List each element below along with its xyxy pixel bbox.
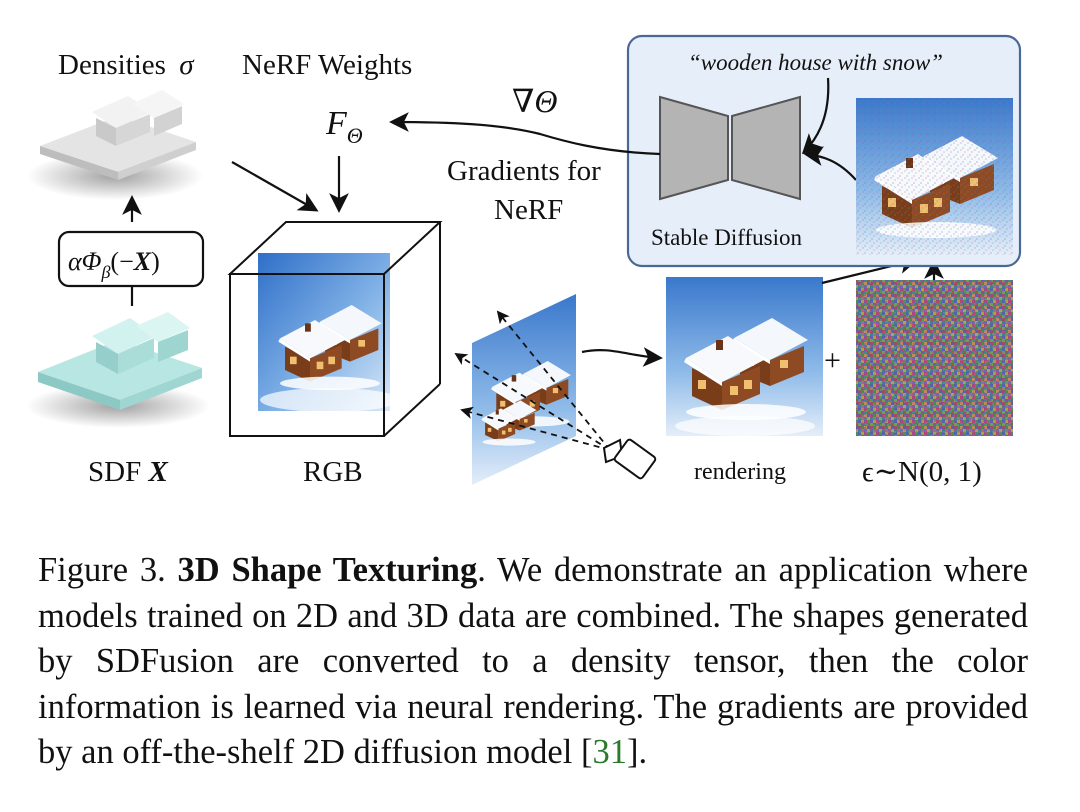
caption-body: We demonstrate an application where mode… bbox=[38, 551, 1029, 771]
caption-title-end: . bbox=[477, 551, 486, 589]
caption-citation[interactable]: 31 bbox=[592, 733, 627, 771]
sdf-x-symbol: X bbox=[147, 456, 168, 488]
svg-text:Densities σ: Densities σ bbox=[58, 49, 195, 81]
arrow-plane-to-rendering bbox=[581, 347, 663, 367]
figure-caption: Figure 3. 3D Shape Texturing. We demonst… bbox=[38, 548, 1028, 776]
nerf-weights-label: NeRF Weights bbox=[242, 49, 412, 81]
text-prompt: “wooden house with snow” bbox=[688, 50, 943, 75]
density-shape bbox=[27, 90, 203, 200]
noise-equation: ϵ∼N(0, 1) bbox=[862, 456, 982, 488]
densities-label: Densities bbox=[58, 49, 166, 81]
rendering-label: rendering bbox=[694, 459, 786, 485]
rgb-label: RGB bbox=[303, 456, 363, 488]
unet-icon bbox=[659, 95, 801, 201]
gradient-symbol: ∇Θ bbox=[512, 83, 557, 119]
plus-sign: + bbox=[824, 344, 841, 377]
rgb-volume bbox=[227, 221, 443, 437]
camera-icon bbox=[602, 438, 657, 480]
rendering-image bbox=[666, 277, 823, 436]
stable-diffusion-label: Stable Diffusion bbox=[651, 225, 802, 250]
gradients-label-line2: NeRF bbox=[494, 194, 563, 226]
noise-image bbox=[856, 280, 1013, 436]
svg-text:SDF X: SDF X bbox=[88, 456, 168, 488]
render-plane bbox=[472, 294, 576, 485]
caption-title: 3D Shape Texturing bbox=[177, 551, 478, 589]
arrow-gradients-to-weights bbox=[389, 112, 661, 156]
arrow-density-to-rgb bbox=[231, 161, 319, 212]
f-theta-symbol: FΘ bbox=[325, 105, 363, 148]
transform-formula: αΦβ(−X) bbox=[68, 247, 160, 282]
sigma-symbol: σ bbox=[179, 49, 195, 81]
sdf-shape bbox=[26, 312, 210, 428]
caption-figure-label: Figure 3. bbox=[38, 551, 166, 589]
sdf-label: SDF bbox=[88, 456, 148, 488]
noisy-render-image bbox=[856, 98, 1013, 255]
arrow-image-to-unet bbox=[803, 146, 857, 181]
caption-end: ]. bbox=[626, 733, 648, 771]
gradients-label-line1: Gradients for bbox=[447, 155, 601, 187]
camera-rays bbox=[454, 310, 611, 451]
figure-diagram: Densities σ αΦβ(−X) SDF X NeRF Weig bbox=[26, 34, 1022, 488]
